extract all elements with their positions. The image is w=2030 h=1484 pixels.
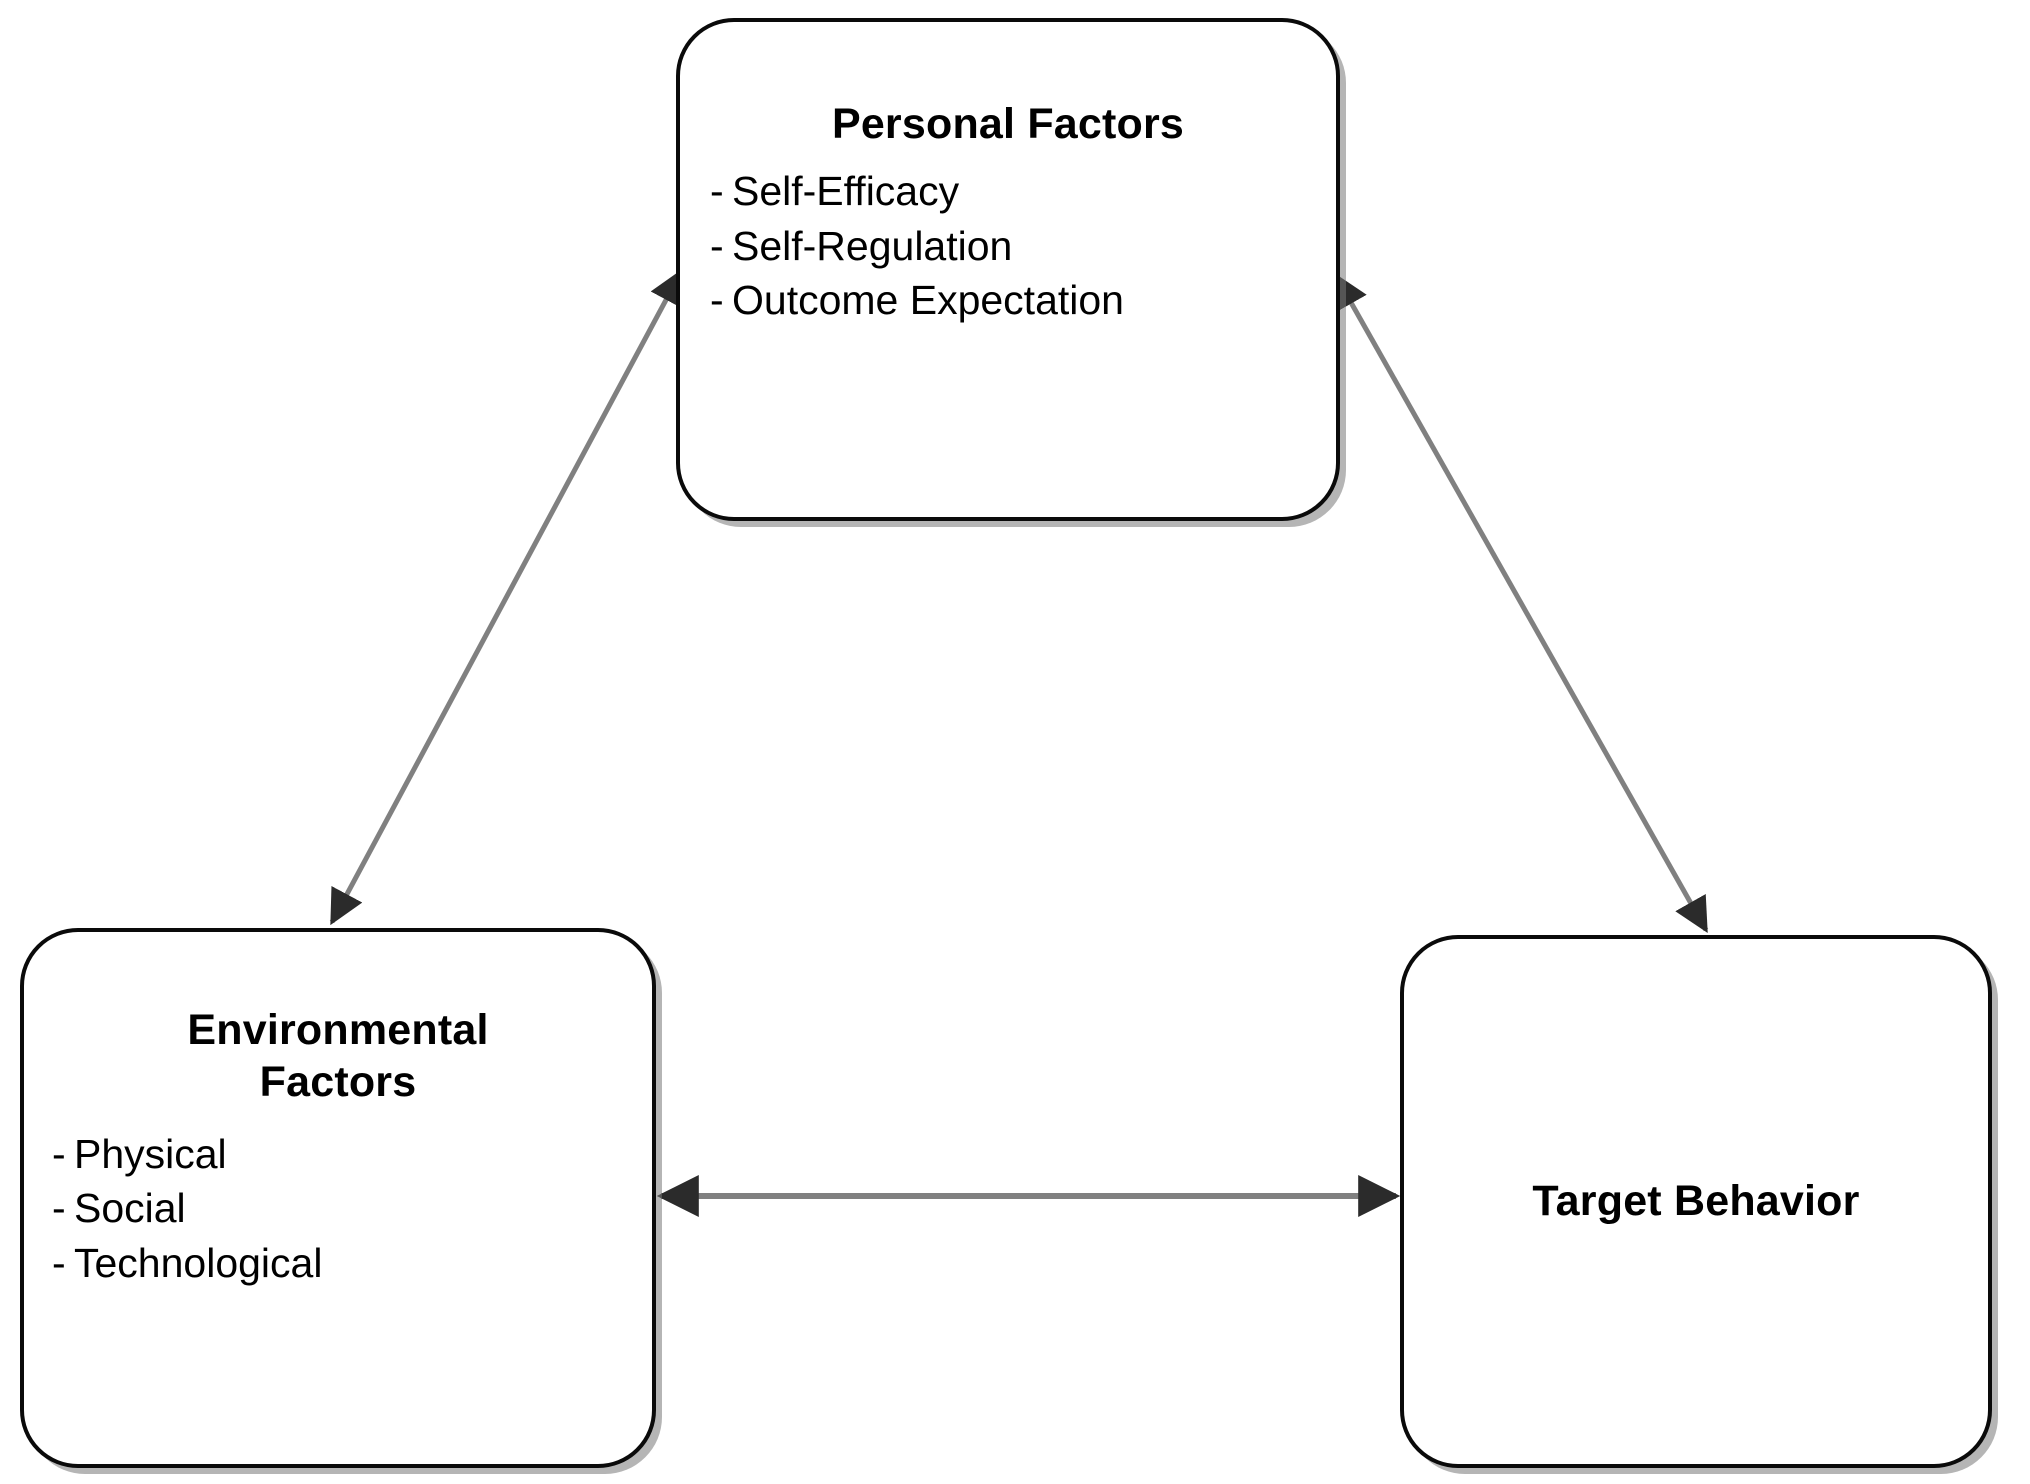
node-environmental-factors-title: Environmental Factors [24,1004,652,1109]
list-item-label: Technological [74,1239,323,1286]
node-environmental-factors-bullets: -Physical -Social -Technological [24,1127,652,1291]
list-item-label: Outcome Expectation [732,277,1124,324]
list-item: -Social [52,1181,652,1236]
node-personal-factors-bullets: -Self-Efficacy -Self-Regulation -Outcome… [680,164,1336,328]
connector-personal-target [1333,272,1709,934]
list-item: -Technological [52,1236,652,1291]
node-environmental-factors-title-line2: Factors [259,1058,417,1107]
bullet-dash-icon: - [52,1239,66,1286]
list-item: -Outcome Expectation [710,273,1336,328]
list-item-label: Self-Efficacy [732,168,960,215]
list-item-label: Self-Regulation [732,222,1013,269]
bullet-dash-icon: - [52,1185,66,1232]
list-item-label: Physical [74,1130,227,1177]
bullet-dash-icon: - [52,1130,66,1177]
list-item-label: Social [74,1185,186,1232]
list-item: -Self-Regulation [710,219,1336,274]
bullet-dash-icon: - [710,277,724,324]
node-environmental-factors[interactable]: Environmental Factors -Physical -Social … [20,928,656,1468]
node-personal-factors-title: Personal Factors [831,100,1185,148]
bullet-dash-icon: - [710,168,724,215]
list-item: -Self-Efficacy [710,164,1336,219]
list-item: -Physical [52,1127,652,1182]
node-environmental-factors-title-line1: Environmental [187,1006,489,1054]
node-target-behavior-title: Target Behavior [1532,1177,1860,1226]
bullet-dash-icon: - [710,222,724,269]
connector-personal-environmental [329,268,684,926]
node-personal-factors[interactable]: Personal Factors -Self-Efficacy -Self-Re… [676,18,1340,521]
node-target-behavior[interactable]: Target Behavior [1400,935,1992,1468]
